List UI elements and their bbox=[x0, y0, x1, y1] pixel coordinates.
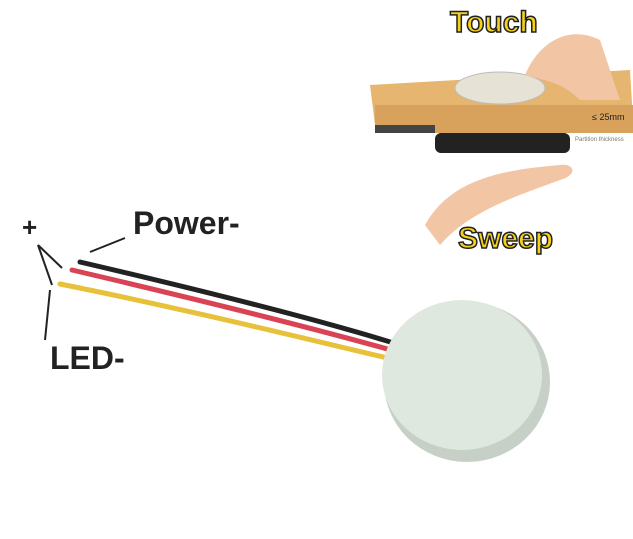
thickness-value: ≤ 25mm bbox=[592, 112, 625, 122]
wood-board bbox=[370, 70, 633, 153]
finger-icon bbox=[525, 34, 620, 100]
sensor-puck bbox=[382, 300, 550, 462]
power-label: Power- bbox=[133, 205, 240, 241]
pointer-lines bbox=[37, 237, 126, 341]
led-label: LED- bbox=[50, 340, 125, 376]
wires bbox=[57, 259, 403, 363]
thickness-label: Partition thickness bbox=[575, 137, 624, 143]
sweep-label: Sweep bbox=[457, 221, 554, 256]
plus-label: + bbox=[22, 212, 38, 242]
hand-icon bbox=[425, 164, 573, 245]
touch-label: Touch bbox=[449, 5, 538, 40]
